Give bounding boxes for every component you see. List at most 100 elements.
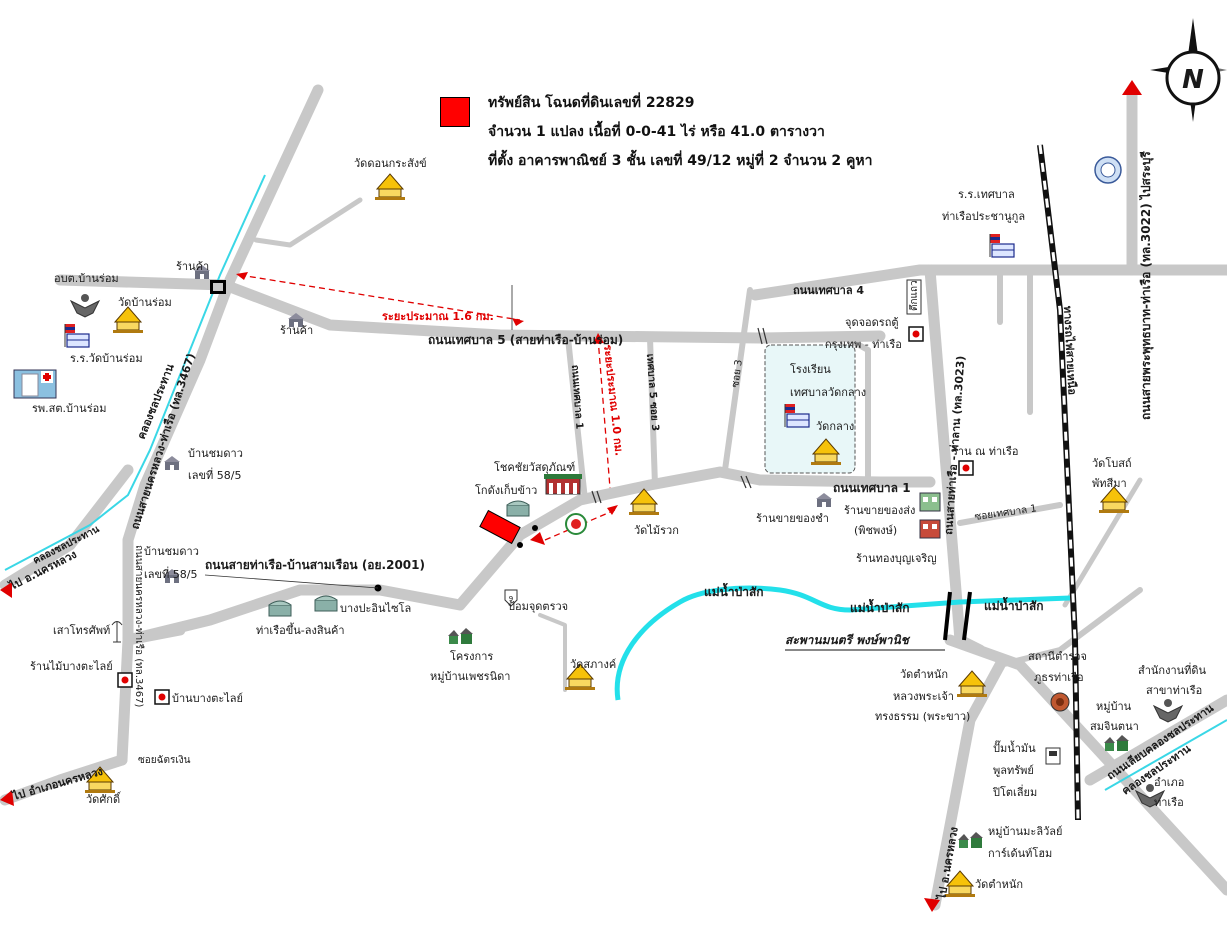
police-station-icon bbox=[1050, 692, 1070, 712]
place-label: ทรงธรรม (พระขาว) bbox=[875, 710, 970, 723]
target-property bbox=[374, 509, 545, 592]
place-label: หลวงพระเจ้า bbox=[893, 690, 954, 703]
place-label: บ้านชมดาว bbox=[144, 545, 199, 558]
place-label: หมู่บ้านเพชรนิดา bbox=[430, 670, 510, 683]
road-southeast bbox=[944, 634, 1227, 896]
marker-icon bbox=[565, 513, 587, 535]
government-emblem-icon bbox=[1094, 156, 1122, 184]
road-label: เทศบาล 5 ซอย 3 bbox=[644, 353, 660, 431]
wholesale-shop-icon bbox=[919, 492, 941, 512]
place-label: ร้านขายของชำ bbox=[756, 512, 829, 525]
place-label: การ์เด้นท์โฮม bbox=[988, 846, 1052, 860]
place-label: ร.ร.เทศบาล bbox=[958, 188, 1015, 201]
place-label: สาขาท่าเรือ bbox=[1146, 684, 1202, 697]
place-label: ร้านทองบุญเจริญ bbox=[856, 552, 937, 565]
road-label: ถนนเทศบาล 5 (สายท่าเรือ-บ้านร่อม) bbox=[428, 333, 623, 347]
legend-location: ที่ตั้ง อาคารพาณิชย์ 3 ชั้น เลขที่ 49/12… bbox=[488, 153, 873, 169]
road-label: ถนนเทศบาล 1 bbox=[569, 364, 584, 429]
row-house-box bbox=[906, 279, 922, 315]
soi-tesaban5-soi1 bbox=[565, 335, 588, 503]
checkpoint-icon: 9 bbox=[504, 589, 518, 607]
rice-warehouse-icon bbox=[506, 500, 530, 517]
place-label: อบต.บ้านร่อม bbox=[54, 272, 119, 285]
distance-arrows bbox=[239, 274, 616, 541]
road-network bbox=[0, 84, 1227, 911]
river-label: แม่น้ำป่าสัก bbox=[704, 582, 764, 599]
gas-station-icon bbox=[1045, 747, 1061, 765]
place-label: วัดตำหนัก bbox=[900, 668, 948, 681]
place-label: ท่าเรือขึ้น-ลงสินค้า bbox=[256, 622, 345, 637]
place-label: ร้านค้า bbox=[176, 260, 209, 273]
place-label: เทศบาลวัดกลาง bbox=[790, 386, 866, 399]
silo-icon bbox=[268, 600, 292, 617]
place-label: ร้าน ณ ท่าเรือ bbox=[952, 445, 1019, 458]
place-label: โกดังเก็บข้าว bbox=[475, 483, 537, 497]
river-label: แม่น้ำป่าสัก bbox=[850, 598, 910, 615]
place-label: เสาโทรศัพท์ bbox=[53, 623, 110, 637]
van-stop-icon bbox=[908, 326, 924, 342]
place-label: พูลทรัพย์ bbox=[993, 764, 1034, 777]
school-icon bbox=[989, 233, 1015, 258]
gold-shop-icon bbox=[919, 519, 941, 539]
place-label: ปิโตเลี่ยม bbox=[992, 784, 1037, 799]
road-bangphong bbox=[538, 613, 567, 692]
soi-tesaban1 bbox=[957, 502, 1063, 526]
road-to-nakhonluang bbox=[0, 464, 134, 591]
place-label: วัดศักดิ์ bbox=[86, 791, 122, 806]
road-school-loop bbox=[847, 337, 871, 485]
soi-tesaban5-soi3 bbox=[647, 335, 658, 488]
pa-sak-river bbox=[614, 585, 1071, 701]
telephone-pole-icon bbox=[111, 621, 123, 643]
place-label: ภูธรท่าเรือ bbox=[1034, 671, 1084, 684]
road-label: ถนนเทศบาล 1 bbox=[833, 481, 911, 495]
temple-icon bbox=[1098, 486, 1130, 514]
road-label: ถนนสายพระพุทธบาท-ท่าเรือ (ทล.3022) ไปสระ… bbox=[1138, 151, 1154, 420]
road-label: ถนนเทศบาล 4 bbox=[793, 284, 864, 297]
place-label: รพ.สต.บ้านร่อม bbox=[32, 402, 106, 415]
compass-rose: N bbox=[1150, 18, 1227, 122]
direction-arrows bbox=[0, 80, 1142, 912]
road-klong-levee bbox=[1084, 694, 1227, 786]
place-label: เลขที่ 58/5 bbox=[188, 467, 241, 482]
road-east-spur bbox=[997, 587, 1143, 668]
railway-label: ทางรถไฟสายเหนือ bbox=[1061, 305, 1080, 395]
road-label: ซอยเทศบาล 1 bbox=[974, 503, 1038, 523]
svg-text:9: 9 bbox=[509, 595, 513, 603]
distance-label: ระยะประมาณ 1.6 กม. bbox=[382, 310, 494, 323]
silo-icon bbox=[314, 595, 338, 612]
shop-marker-icon bbox=[117, 672, 133, 688]
place-label: โครงการ bbox=[450, 649, 493, 663]
temple-icon bbox=[374, 173, 406, 201]
shop-marker-icon bbox=[958, 460, 974, 476]
road-east-branch bbox=[1062, 477, 1143, 608]
place-label: อำเภอ bbox=[1154, 776, 1184, 789]
place-label: ท่าเรือ bbox=[1154, 796, 1184, 809]
place-label: วัดกลาง bbox=[816, 420, 854, 433]
place-label: พัทสีมา bbox=[1092, 477, 1127, 490]
place-label: ปั๊มน้ำมัน bbox=[993, 740, 1036, 755]
place-label: วัดบ้านร่อม bbox=[118, 296, 172, 309]
road-ban-sam-ruean bbox=[122, 624, 186, 646]
temple-icon bbox=[112, 306, 144, 334]
road-south bbox=[929, 659, 1006, 911]
road-label: ถนนสายท่าเรือ-บ้านสามเรือน (อย.2001) bbox=[205, 558, 425, 572]
place-label: วัดโบสถ์ bbox=[1092, 456, 1132, 470]
village-icon bbox=[1104, 735, 1129, 751]
place-label: สถานีตำรวจ bbox=[1028, 650, 1087, 663]
place-label: โรงเรียน bbox=[790, 362, 831, 376]
place-label: ป้อมจุดตรวจ bbox=[508, 600, 568, 613]
road-north-branch bbox=[253, 197, 363, 248]
place-label: (พิชพงษ์) bbox=[854, 524, 897, 537]
road-2001 bbox=[122, 466, 936, 646]
house-icon bbox=[164, 456, 180, 470]
school-icon bbox=[64, 323, 90, 348]
place-label: สำนักงานที่ดิน bbox=[1138, 662, 1207, 677]
place-label: เลขที่ 58/5 bbox=[144, 566, 197, 581]
place-label: สมจินตนา bbox=[1090, 720, 1139, 733]
hospital-icon bbox=[13, 369, 57, 399]
legend-title: ทรัพย์สิน โฉนดที่ดินเลขที่ 22829 bbox=[488, 95, 695, 111]
place-label: บางปะอินไซโล bbox=[340, 601, 411, 615]
place-label: ร้านไม้บางตะไลย์ bbox=[30, 660, 113, 673]
property-color-swatch bbox=[440, 97, 470, 127]
